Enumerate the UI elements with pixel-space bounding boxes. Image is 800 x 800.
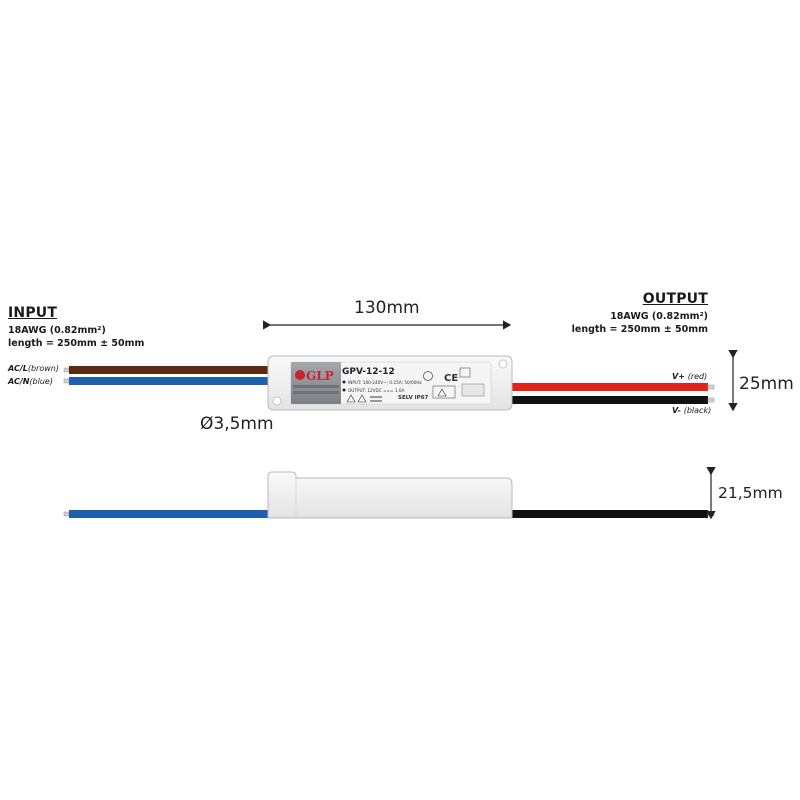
width-dimension-label: 25mm <box>739 374 794 394</box>
output-awg: 18AWG (0.82mm²) <box>610 311 708 322</box>
output-wires-top <box>510 383 715 404</box>
device-top-view: GLP GPV-12-12 INPUT: 100-240V~; 0.25A; 5… <box>267 355 513 411</box>
selv-text: SELV IP67 <box>398 395 429 401</box>
wire-color-note: (red) <box>687 372 708 381</box>
cable-diameter-label: Ø3,5mm <box>200 414 274 434</box>
device-side-view <box>267 471 513 519</box>
wire-label-vneg: V- (black) <box>672 406 711 415</box>
wire-label-vpos: V+ (red) <box>672 372 707 381</box>
wire-color-note: (brown) <box>27 364 59 373</box>
wire-color-note: (blue) <box>29 377 53 386</box>
model-text: GPV-12-12 <box>342 367 395 377</box>
black-wire-side <box>510 510 708 518</box>
brown-wire <box>69 366 270 374</box>
red-wire <box>510 383 708 391</box>
blue-wire <box>69 377 270 385</box>
black-wire <box>510 396 708 404</box>
input-length: length = 250mm ± 50mm <box>8 338 145 349</box>
wire-name: AC/L <box>8 364 28 373</box>
wire-name: V- <box>672 406 681 415</box>
wire-label-acl: AC/L(brown) <box>8 364 59 373</box>
output-spec-text: OUTPUT: 12VDC === 1.0A <box>348 388 405 393</box>
wire-color-note: (black) <box>683 406 712 415</box>
wire-name: AC/N <box>8 377 30 386</box>
output-heading: OUTPUT <box>642 291 708 307</box>
input-heading: INPUT <box>8 305 58 321</box>
length-dimension-label: 130mm <box>354 298 420 318</box>
blue-wire-side <box>69 510 270 518</box>
svg-text:CE: CE <box>444 373 458 384</box>
glp-logo: GLP <box>295 369 334 383</box>
wire-label-acn: AC/N(blue) <box>8 377 53 386</box>
height-dimension-label: 21,5mm <box>718 484 783 502</box>
input-wires-top <box>63 366 270 385</box>
input-spec-text: INPUT: 100-240V~; 0.25A; 50/60Hz <box>348 380 423 385</box>
output-length: length = 250mm ± 50mm <box>571 324 708 335</box>
wire-name: V+ <box>672 372 685 381</box>
brand-text: GLP <box>306 369 334 383</box>
input-awg: 18AWG (0.82mm²) <box>8 325 106 336</box>
